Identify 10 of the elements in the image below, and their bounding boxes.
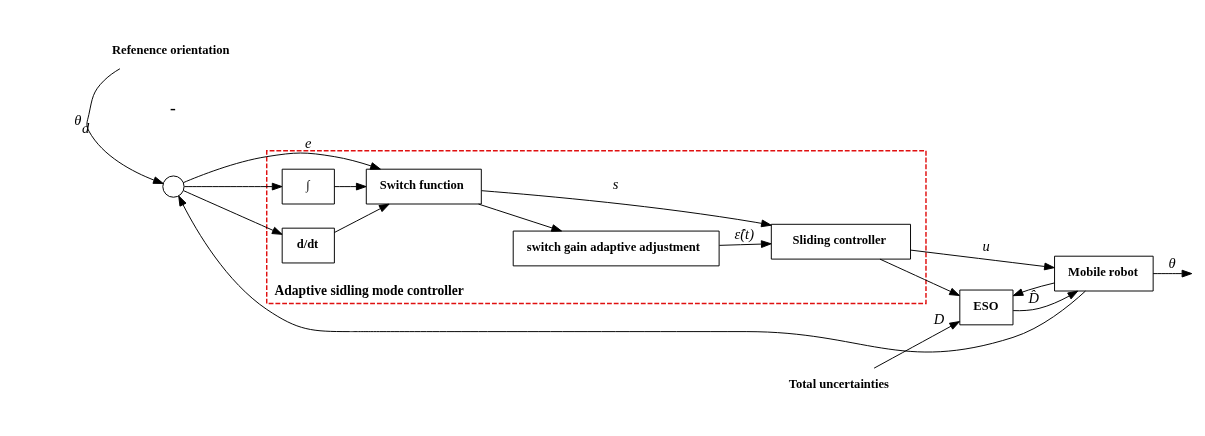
edge-label: D̂ — [1028, 289, 1039, 306]
edge-label: e — [304, 134, 312, 151]
node-text: Refenence orientation — [112, 42, 230, 57]
edge-label: ε̂(t) — [734, 225, 754, 242]
edge-label: s — [612, 175, 619, 192]
node-text: Total uncertainties — [788, 376, 889, 391]
edge-label: u — [982, 237, 990, 254]
edge-label: θ — [1168, 254, 1176, 271]
label: - — [170, 97, 176, 118]
edge-label: D — [933, 310, 945, 327]
